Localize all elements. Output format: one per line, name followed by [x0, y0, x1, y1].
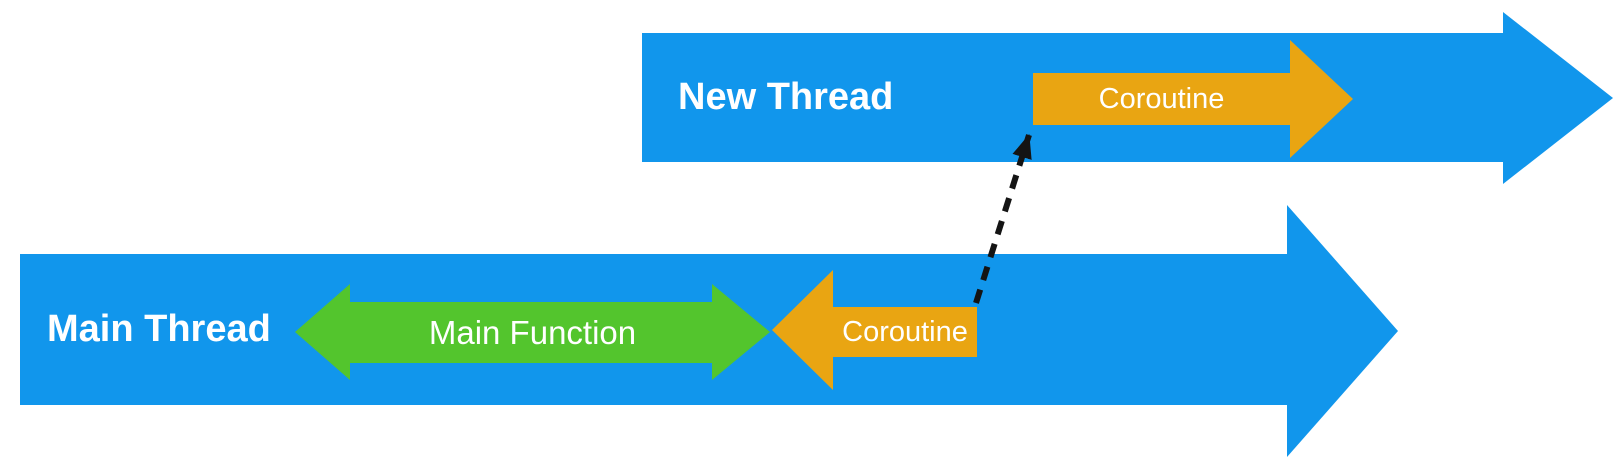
- main-function-left-arrowhead-icon: [295, 284, 350, 380]
- new-thread-coroutine-label: Coroutine: [1098, 83, 1225, 115]
- main-thread-coroutine-label: Coroutine: [842, 316, 968, 348]
- main-thread-coroutine-arrowhead-icon: [772, 270, 833, 390]
- main-thread-coroutine-arrow-body: [833, 307, 977, 357]
- main-function-label: Main Function: [428, 314, 637, 351]
- main-thread-label: Main Thread: [47, 308, 271, 350]
- new-thread-coroutine-arrow-body: [1033, 73, 1290, 125]
- new-thread-arrowhead-icon: [1503, 12, 1613, 184]
- new-thread-label: New Thread: [678, 76, 894, 118]
- main-thread-arrowhead-icon: [1287, 205, 1398, 457]
- main-function-arrow-body: [350, 302, 712, 363]
- main-function-right-arrowhead-icon: [712, 284, 770, 380]
- new-thread-coroutine-arrowhead-icon: [1290, 40, 1353, 158]
